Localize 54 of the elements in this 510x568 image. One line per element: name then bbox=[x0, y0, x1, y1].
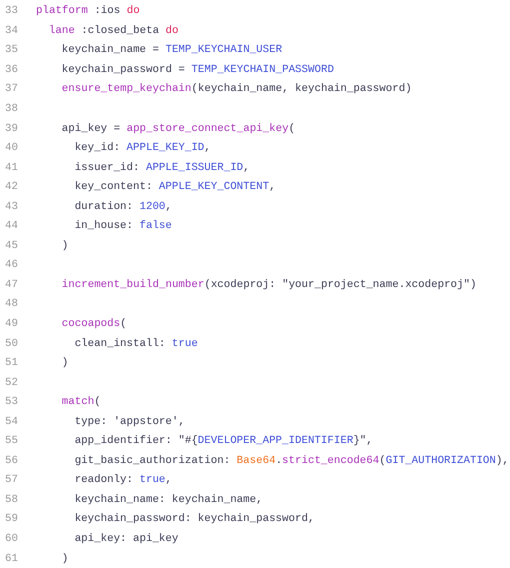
line-number: 43 bbox=[5, 200, 18, 213]
code-line: key_id: APPLE_KEY_ID, bbox=[74, 142, 211, 154]
code-line: api_key = app_store_connect_api_key( bbox=[62, 122, 296, 135]
code-line: keychain_name: keychain_name, bbox=[74, 494, 263, 506]
code-line: keychain_password = TEMP_KEYCHAIN_PASSWORD bbox=[62, 64, 334, 76]
line-number: 35 bbox=[5, 44, 18, 56]
code-line: in_house: false bbox=[74, 220, 172, 232]
code-line: lane :closed_beta do bbox=[48, 24, 178, 37]
code-line: app_identifier: "#{DEVELOPER_APP_IDENTIFIER}", bbox=[74, 435, 373, 448]
code-line: key_content: APPLE_KEY_CONTENT, bbox=[74, 181, 276, 194]
code-line: ) bbox=[62, 552, 68, 565]
code-line: api_key: api_key bbox=[74, 533, 178, 546]
line-number: 50 bbox=[5, 338, 18, 350]
line-number: 33 bbox=[5, 5, 18, 18]
line-number: 60 bbox=[5, 533, 18, 546]
code-line: duration: 1200, bbox=[74, 200, 172, 213]
code-line: issuer_id: APPLE_ISSUER_ID, bbox=[74, 162, 250, 174]
code-line: platform :ios do bbox=[36, 5, 140, 18]
code-line: keychain_password: keychain_password, bbox=[74, 513, 314, 526]
line-number: 39 bbox=[5, 122, 18, 135]
line-number: 34 bbox=[5, 24, 18, 37]
line-number: 44 bbox=[5, 220, 18, 232]
line-number: 55 bbox=[5, 435, 18, 448]
line-number: 47 bbox=[5, 278, 18, 291]
line-number: 46 bbox=[5, 259, 18, 272]
line-number: 61 bbox=[5, 552, 18, 565]
code-line: ensure_temp_keychain(keychain_name, keychain_password) bbox=[62, 83, 412, 96]
line-number: 48 bbox=[5, 298, 18, 310]
line-number: 49 bbox=[5, 318, 18, 330]
code-line: keychain_name = TEMP_KEYCHAIN_USER bbox=[62, 44, 282, 56]
line-number: 57 bbox=[5, 474, 18, 486]
code-line: increment_build_number(xcodeproj: "your_project_name.xcodeproj") bbox=[62, 278, 476, 291]
code-line: ) bbox=[62, 240, 68, 252]
code-line: clean_install: true bbox=[74, 338, 198, 350]
code-line: readonly: true, bbox=[74, 474, 172, 486]
line-number: 54 bbox=[5, 416, 18, 428]
line-number: 40 bbox=[5, 142, 18, 154]
line-number: 58 bbox=[5, 494, 18, 506]
line-number: 42 bbox=[5, 181, 18, 194]
line-number: 38 bbox=[5, 103, 18, 115]
line-number: 53 bbox=[5, 396, 18, 408]
code-line: type: 'appstore', bbox=[74, 416, 185, 428]
code-line: git_basic_authorization: Base64.strict_encode64(GIT_AUTHORIZATION), bbox=[74, 454, 509, 467]
line-number: 41 bbox=[5, 162, 18, 174]
line-number: 36 bbox=[5, 64, 18, 76]
line-number: 37 bbox=[5, 83, 18, 96]
code-line: ) bbox=[62, 357, 68, 370]
code-line: cocoapods( bbox=[62, 318, 127, 330]
code-line: match( bbox=[62, 396, 101, 408]
line-number: 45 bbox=[5, 240, 18, 252]
line-number: 56 bbox=[5, 454, 18, 467]
line-number: 51 bbox=[5, 357, 18, 370]
line-number: 59 bbox=[5, 513, 18, 526]
line-number: 52 bbox=[5, 376, 18, 389]
